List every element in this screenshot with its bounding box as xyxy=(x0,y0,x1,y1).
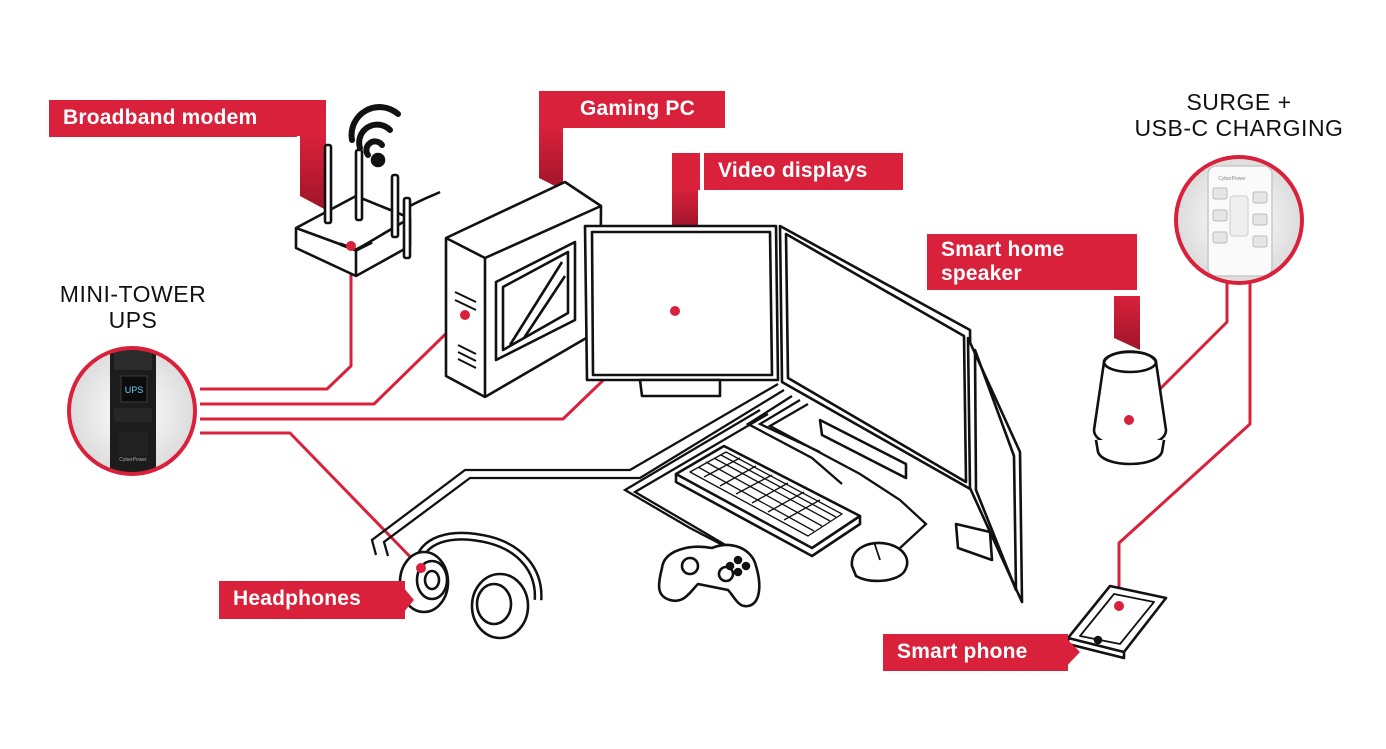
ups-display xyxy=(120,375,148,403)
smart-phone-illustration xyxy=(1066,584,1168,660)
pc-ribbon xyxy=(539,128,563,190)
connection-lines xyxy=(200,246,1252,606)
headphones-connection-dot xyxy=(416,563,426,573)
broadband-modem-label: Broadband modem xyxy=(49,100,298,137)
headphones-illustration xyxy=(398,531,543,640)
display-connection-dot xyxy=(670,306,680,316)
ups-badge: UPS CyberPower xyxy=(67,346,197,476)
video-displays-label: Video displays xyxy=(704,153,903,190)
video-displays-illustration xyxy=(583,224,1024,604)
speaker-connection-dot xyxy=(1124,415,1134,425)
broadband-modem-illustration xyxy=(294,104,441,278)
modem-ribbon xyxy=(300,136,326,210)
ups-heading-line2: UPS xyxy=(108,306,158,333)
surge-badge: CyberPower xyxy=(1174,155,1304,285)
ups-to-headphones-line xyxy=(200,431,423,570)
smart-phone-label: Smart phone xyxy=(883,634,1068,671)
mouse-illustration xyxy=(850,541,909,583)
ups-heading: MINI-TOWER UPS xyxy=(40,281,226,334)
ups-to-pc-line xyxy=(200,313,467,406)
surge-heading: SURGE + USB-C CHARGING xyxy=(1106,89,1372,142)
surge-brand-text: CyberPower xyxy=(1218,176,1246,182)
displays-tag-notch xyxy=(672,153,700,190)
surge-to-speaker-line xyxy=(1127,283,1229,422)
ups-heading-line1: MINI-TOWER xyxy=(59,281,207,307)
modem-tag-notch xyxy=(296,100,326,136)
modem-connection-dot xyxy=(346,241,356,251)
surge-heading-line1: SURGE + xyxy=(1186,89,1292,115)
pc-tag-notch xyxy=(539,91,569,128)
ups-to-modem-line xyxy=(200,246,353,391)
smart-home-speaker-label: Smart home speaker xyxy=(927,234,1137,290)
surge-heading-line2: USB-C CHARGING xyxy=(1134,114,1344,141)
label-ribbons xyxy=(300,128,1140,350)
displays-ribbon xyxy=(672,188,698,228)
game-controller-illustration xyxy=(657,543,761,608)
keyboard-illustration xyxy=(674,444,862,558)
headphones-label: Headphones xyxy=(219,581,405,619)
ups-screen-text: UPS xyxy=(125,385,144,395)
gaming-pc-label: Gaming PC xyxy=(566,91,725,128)
gaming-pc-illustration xyxy=(444,180,603,399)
smart-speaker-illustration xyxy=(1092,350,1168,466)
pc-connection-dot xyxy=(460,310,470,320)
device-cables xyxy=(370,383,928,557)
surge-to-phone-line xyxy=(1117,283,1252,606)
ups-brand-text: CyberPower xyxy=(119,457,147,463)
phone-connection-dot xyxy=(1114,601,1124,611)
speaker-ribbon xyxy=(1114,296,1140,350)
